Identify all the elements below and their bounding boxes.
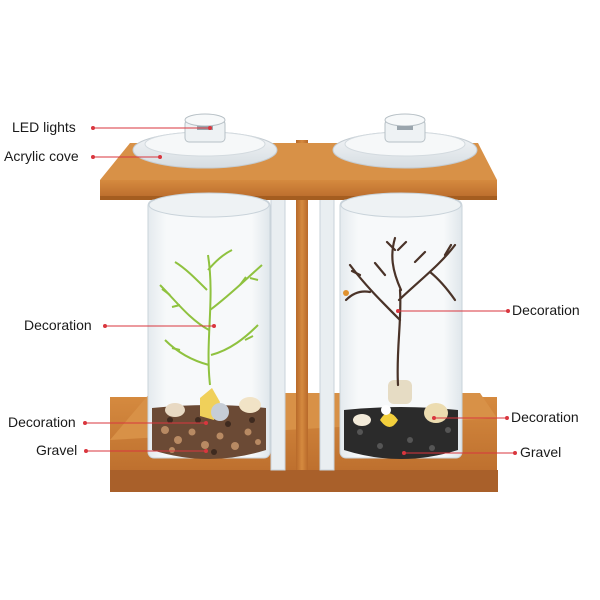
label-led-lights: LED lights: [12, 119, 76, 135]
label-decoration-right-upper: Decoration: [512, 302, 580, 318]
label-gravel-right: Gravel: [520, 444, 562, 460]
label-acrylic-cover: Acrylic cove: [4, 148, 79, 164]
right-lid: [332, 113, 478, 169]
right-tank: [339, 192, 463, 459]
left-lid: [132, 113, 278, 169]
label-decoration-left-lower: Decoration: [8, 414, 76, 430]
callout-lines: [85, 127, 515, 454]
left-tank: [147, 192, 271, 459]
green-plant: [159, 249, 263, 386]
callout-dots: [83, 126, 517, 455]
label-decoration-left-upper: Decoration: [24, 317, 92, 333]
label-decoration-right-lower: Decoration: [511, 409, 579, 425]
label-gravel-left: Gravel: [36, 442, 78, 458]
dark-coral: [344, 236, 457, 387]
